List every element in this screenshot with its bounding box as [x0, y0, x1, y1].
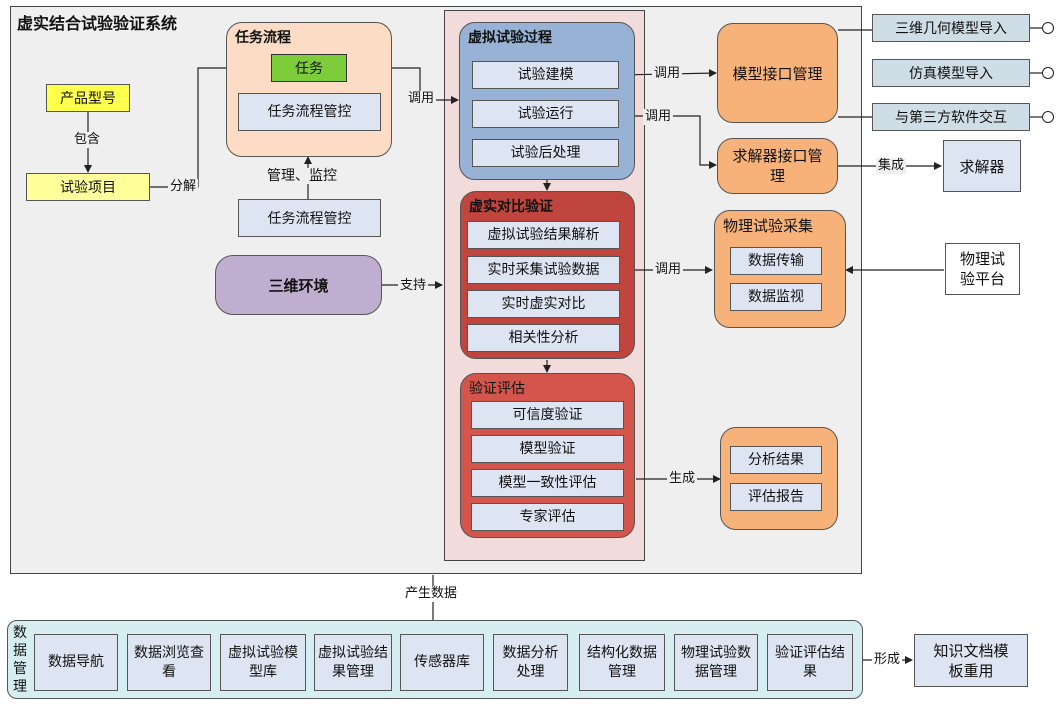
decompose-label: 分解 — [168, 179, 199, 195]
data-item[interactable]: 结构化数据管理 — [579, 634, 665, 691]
result-item[interactable]: 分析结果 — [730, 446, 822, 474]
knowledge-box[interactable]: 知识文档模板重用 — [914, 634, 1028, 687]
import-box[interactable]: 仿真模型导入 — [872, 59, 1030, 87]
call-in-label: 调用 — [406, 91, 437, 107]
task-box[interactable]: 任务 — [271, 54, 347, 82]
manage-monitor-label: 管理、监控 — [265, 168, 339, 184]
contains-label: 包含 — [72, 132, 103, 148]
data-item[interactable]: 数据导航 — [34, 634, 118, 691]
support-label: 支持 — [398, 278, 429, 294]
compare-item[interactable]: 相关性分析 — [467, 324, 620, 352]
result-item[interactable]: 评估报告 — [730, 483, 822, 511]
virtual-process-item[interactable]: 试验后处理 — [472, 139, 619, 167]
verify-eval-item[interactable]: 模型验证 — [471, 435, 624, 463]
data-item[interactable]: 虚拟试验结果管理 — [314, 634, 392, 691]
call-physical-label: 调用 — [653, 262, 684, 278]
results-box — [720, 427, 838, 530]
product-model-box[interactable]: 产品型号 — [46, 84, 130, 112]
model-interface-box[interactable]: 模型接口管理 — [717, 23, 838, 123]
produce-data-label: 产生数据 — [403, 586, 460, 602]
task-flow-control-inner[interactable]: 任务流程管控 — [238, 93, 381, 131]
env-3d-box[interactable]: 三维环境 — [215, 255, 382, 315]
verify-eval-item[interactable]: 模型一致性评估 — [471, 469, 624, 497]
compare-item[interactable]: 实时采集试验数据 — [467, 256, 620, 284]
call-solver-label: 调用 — [643, 109, 674, 125]
connector-circle-icon — [1042, 22, 1054, 34]
connector-circle-icon — [1042, 111, 1054, 123]
compare-title: 虚实对比验证 — [469, 199, 553, 215]
import-box[interactable]: 与第三方软件交互 — [872, 103, 1030, 131]
data-item[interactable]: 数据浏览查看 — [127, 634, 211, 691]
data-item[interactable]: 数据分析处理 — [493, 634, 568, 691]
task-flow-control-outer[interactable]: 任务流程管控 — [238, 199, 381, 237]
solver-interface-box[interactable]: 求解器接口管理 — [717, 138, 838, 194]
virtual-process-item[interactable]: 试验建模 — [472, 61, 619, 89]
compare-item[interactable]: 实时虚实对比 — [467, 290, 620, 318]
data-item[interactable]: 验证评估结果 — [767, 634, 853, 691]
compare-item[interactable]: 虚拟试验结果解析 — [467, 221, 620, 249]
system-title: 虚实结合试验验证系统 — [17, 14, 178, 33]
integrate-label: 集成 — [876, 158, 907, 174]
verify-eval-item[interactable]: 专家评估 — [471, 503, 624, 531]
test-item-box[interactable]: 试验项目 — [26, 173, 150, 201]
data-item[interactable]: 虚拟试验模型库 — [220, 634, 306, 691]
data-item[interactable]: 传感器库 — [400, 634, 484, 691]
import-box[interactable]: 三维几何模型导入 — [872, 14, 1030, 42]
virtual-process-item[interactable]: 试验运行 — [472, 100, 619, 128]
generate-label: 生成 — [667, 471, 698, 487]
data-management-title: 数据管理 — [13, 625, 27, 695]
physical-collect-item[interactable]: 数据传输 — [730, 247, 822, 275]
physical-collect-item[interactable]: 数据监视 — [730, 283, 822, 311]
task-flow-title: 任务流程 — [235, 30, 291, 46]
physical-platform-box[interactable]: 物理试验平台 — [945, 243, 1020, 295]
virtual-process-title: 虚拟试验过程 — [468, 30, 552, 46]
connector-circle-icon — [1042, 67, 1054, 79]
call-model-label: 调用 — [652, 66, 683, 82]
physical-collect-title: 物理试验采集 — [723, 217, 814, 235]
form-label: 形成 — [872, 652, 903, 668]
verify-eval-title: 验证评估 — [469, 381, 525, 397]
verify-eval-item[interactable]: 可信度验证 — [471, 401, 624, 429]
data-item[interactable]: 物理试验数据管理 — [674, 634, 758, 691]
solver-box[interactable]: 求解器 — [943, 140, 1021, 192]
task-flow-box: 任务流程 — [226, 22, 392, 157]
